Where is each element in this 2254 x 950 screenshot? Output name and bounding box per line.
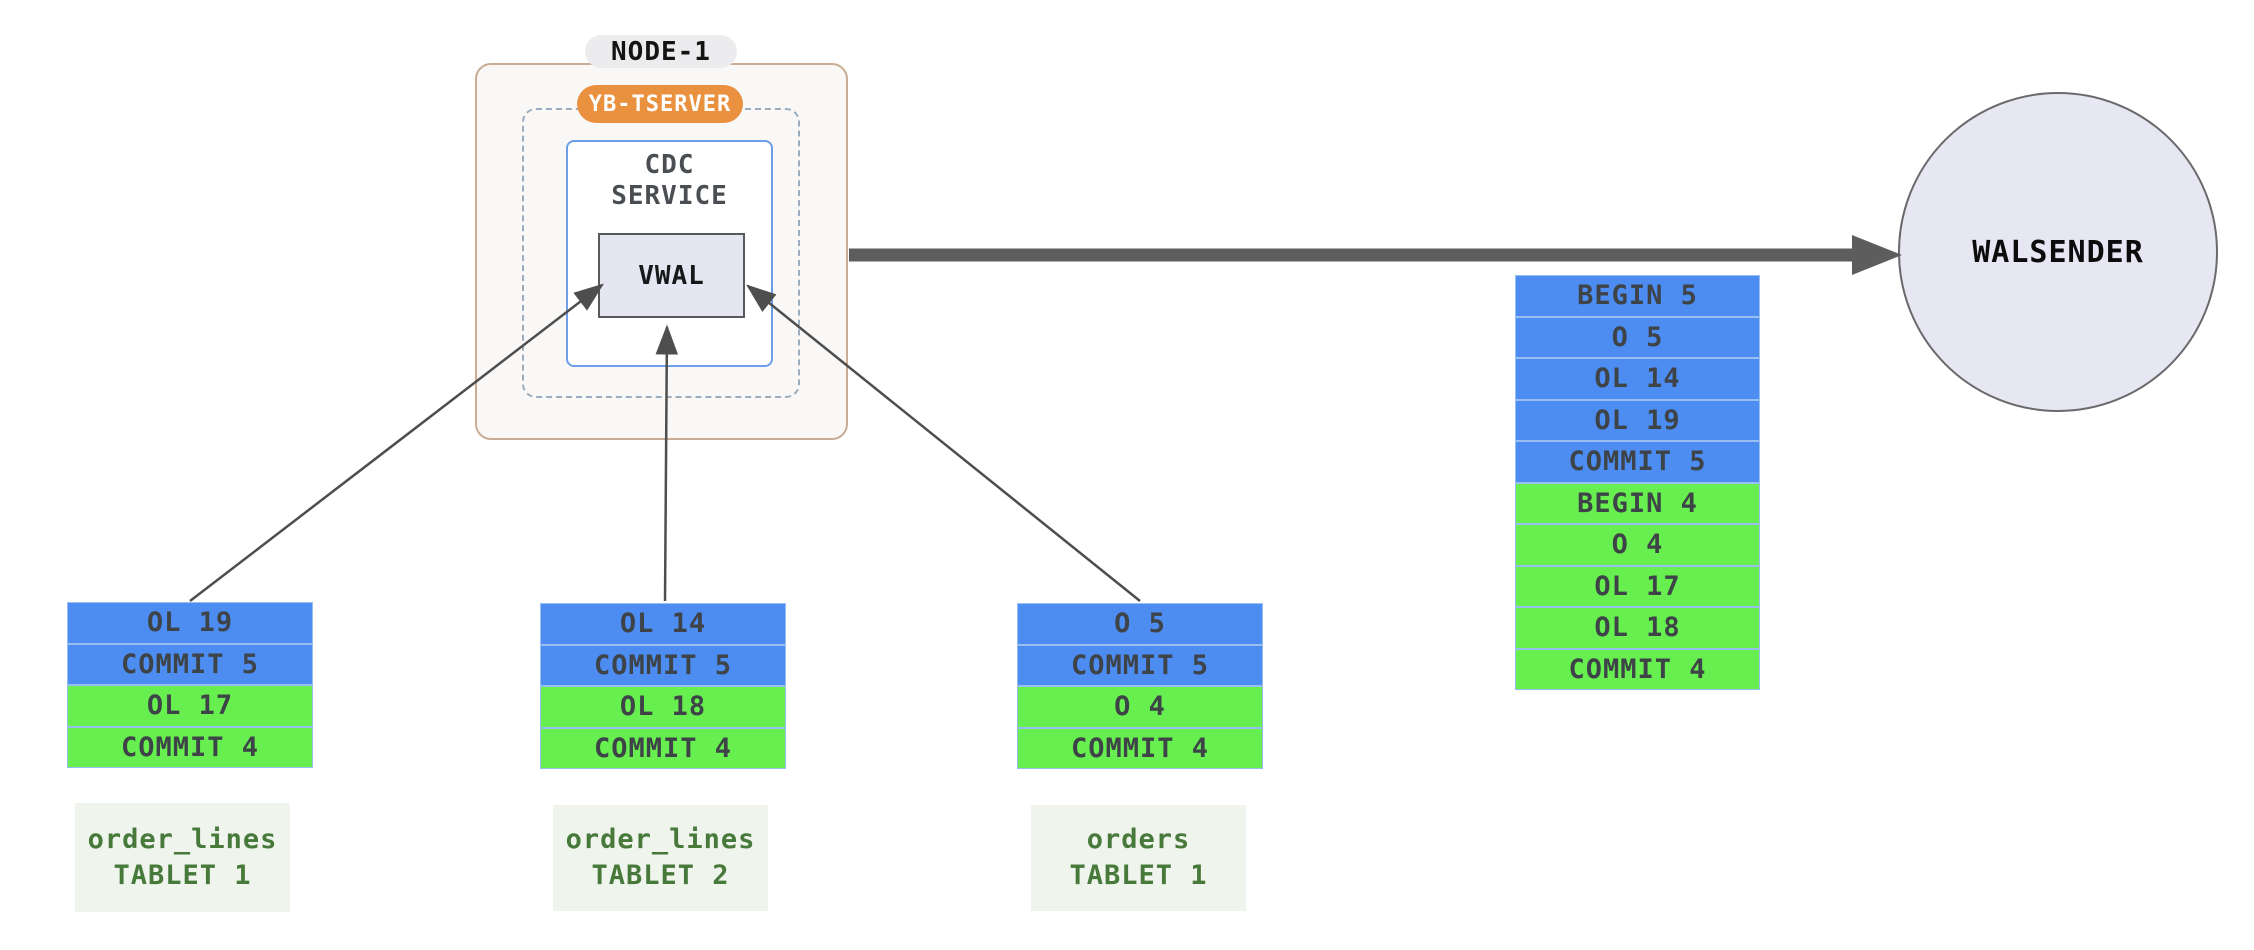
walsender-circle: WALSENDER bbox=[1898, 92, 2218, 412]
wal-record-commit-4: COMMIT 4 bbox=[540, 727, 786, 769]
arrowhead-walsender bbox=[1852, 235, 1902, 275]
wal-record-o-4: O 4 bbox=[1515, 524, 1760, 566]
tablet1-table-name: order_lines bbox=[87, 823, 278, 855]
tablet1-tablet-id: TABLET 1 bbox=[113, 859, 252, 891]
cdc-service-label: CDC SERVICE bbox=[611, 150, 728, 211]
tablet1-label: order_lines TABLET 1 bbox=[75, 803, 290, 912]
node-1-label: NODE-1 bbox=[585, 35, 737, 68]
tablet2-table-name: order_lines bbox=[565, 824, 756, 855]
wal-record-ol-14: OL 14 bbox=[1515, 358, 1760, 400]
wal-record-commit-4: COMMIT 4 bbox=[1017, 727, 1263, 769]
wal-record-commit-5: COMMIT 5 bbox=[1017, 644, 1263, 686]
wal-record-commit-5: COMMIT 5 bbox=[67, 643, 313, 685]
wal-record-ol-18: OL 18 bbox=[540, 686, 786, 728]
tablet3-table-name: orders bbox=[1086, 824, 1191, 855]
tablet3-label: orders TABLET 1 bbox=[1031, 805, 1246, 911]
wal-record-commit-4: COMMIT 4 bbox=[1515, 648, 1760, 690]
wal-record-ol-17: OL 17 bbox=[67, 685, 313, 727]
tablet2-label: order_lines TABLET 2 bbox=[553, 805, 768, 911]
wal-record-ol-14: OL 14 bbox=[540, 603, 786, 645]
wal-record-begin-4: BEGIN 4 bbox=[1515, 482, 1760, 524]
wal-record-ol-18: OL 18 bbox=[1515, 607, 1760, 649]
wal-record-commit-4: COMMIT 4 bbox=[67, 726, 313, 768]
wal-record-begin-5: BEGIN 5 bbox=[1515, 275, 1760, 317]
wal-record-ol-19: OL 19 bbox=[67, 602, 313, 644]
yb-tserver-badge: YB-TSERVER bbox=[577, 85, 743, 123]
wal-record-o-4: O 4 bbox=[1017, 686, 1263, 728]
wal-record-ol-19: OL 19 bbox=[1515, 399, 1760, 441]
vwal-box: VWAL bbox=[598, 233, 745, 318]
wal-record-o-5: O 5 bbox=[1017, 603, 1263, 645]
wal-record-o-5: O 5 bbox=[1515, 316, 1760, 358]
wal-record-ol-17: OL 17 bbox=[1515, 565, 1760, 607]
wal-record-commit-5: COMMIT 5 bbox=[540, 644, 786, 686]
wal-record-commit-5: COMMIT 5 bbox=[1515, 441, 1760, 483]
tablet3-tablet-id: TABLET 1 bbox=[1069, 860, 1208, 891]
tablet2-tablet-id: TABLET 2 bbox=[591, 860, 730, 891]
